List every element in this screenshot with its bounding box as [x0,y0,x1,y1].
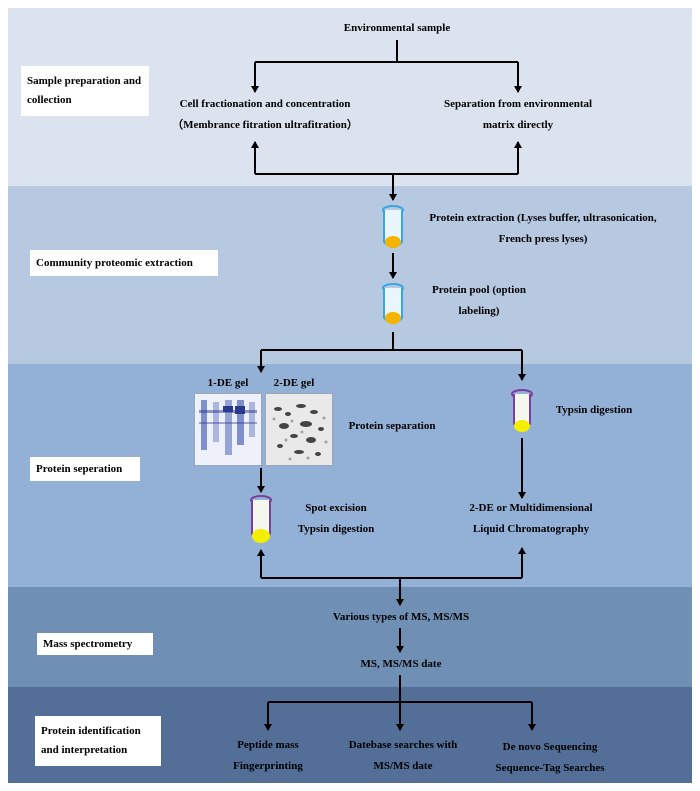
node-de-novo: De novo Sequencing Sequence-Tag Searches [495,741,605,774]
node-ms-types: Various types of MS, MS/MS [332,611,470,623]
gel-2de-image [265,393,333,466]
stage-label-protein-identification: Protein identification and interpretatio… [35,716,161,766]
node-database-search: Datebase searches with MS/MS date [348,739,458,772]
node-spot-excision: Spot excision Typsin digestion [297,502,375,535]
node-peptide-fingerprinting: Peptide mass Fingerprinting [233,739,303,772]
tube-spot-excision-icon [250,495,272,543]
tube-protein-pool-icon [382,283,404,324]
node-protein-pool: Protein pool (option labeling) [432,284,526,317]
node-protein-extraction: Protein extraction (Lyses buffer, ultras… [429,212,657,245]
node-environmental-sample: Environmental sample [343,22,451,34]
tube-protein-extraction-icon [382,205,404,248]
tube-typsin-digestion-icon [511,389,533,432]
node-gel-1de: 1-DE gel [207,377,249,389]
node-typsin-digestion: Typsin digestion [555,404,633,416]
stage-label-mass-spectrometry: Mass spectrometry [37,633,153,655]
node-protein-separation: Protein separation [348,420,436,432]
node-ms-date: MS, MS/MS date [360,658,442,670]
node-separation-matrix: Separation from environmental matrix dir… [443,98,593,131]
node-chromatography: 2-DE or Multidimensional Liquid Chromato… [469,502,593,535]
stage-label-protein-separation: Protein seperation [30,457,140,481]
gel-1de-image [194,393,262,466]
stage-label-proteomic-extraction: Community proteomic extraction [30,250,218,276]
node-cell-fractionation: Cell fractionation and concentration （Me… [172,98,358,131]
node-gel-2de: 2-DE gel [273,377,315,389]
stage-label-sample-preparation: Sample preparation and collection [21,66,149,116]
